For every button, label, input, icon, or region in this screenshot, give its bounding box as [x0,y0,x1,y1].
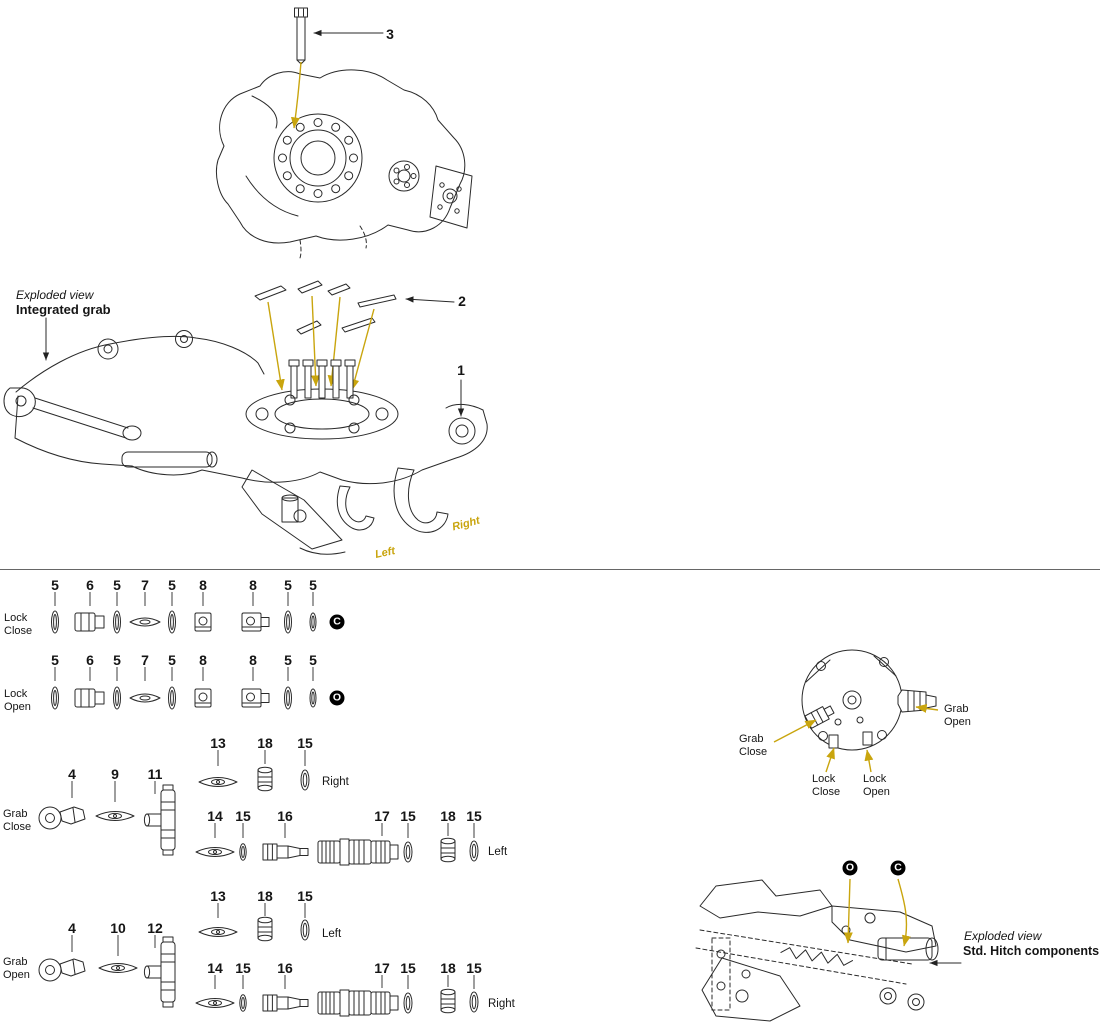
part-number: 5 [309,652,317,668]
grab-open-label: Grab Open [3,956,30,981]
assembly-guide-lines [267,61,375,391]
integrated-grab-title: Integrated grab [16,302,111,317]
part-number: 18 [440,808,456,824]
part-number: 5 [284,652,292,668]
part-number: 5 [284,577,292,593]
bolt-part-3 [294,7,308,65]
part-number: 5 [309,577,317,593]
upper-housing-drawing [215,69,473,259]
side-label: Right [322,776,349,788]
part-number: 6 [86,652,94,668]
part-number: 17 [374,960,390,976]
rotary-actuator-drawing [801,649,937,751]
lock-open-label: Lock Open [4,688,31,713]
part-number: 15 [400,960,416,976]
rotary-grab-open-label: Grab Open [944,703,971,728]
callout-2: 2 [458,293,466,309]
part-number: 6 [86,577,94,593]
part-number: 8 [249,577,257,593]
part-number: 5 [113,577,121,593]
exploded-view-label: Exploded view [16,288,94,302]
rotary-grab-close-label: Grab Close [739,733,768,758]
part-number: 15 [400,808,416,824]
open-badge: O [329,690,345,706]
part-number: 5 [113,652,121,668]
part-number: 5 [51,577,59,593]
part-number: 5 [51,652,59,668]
callout-1: 1 [457,362,465,378]
part-number: 18 [440,960,456,976]
part-number: 15 [235,960,251,976]
lock-close-label: Lock Close [4,612,33,637]
part-number: 10 [110,920,126,936]
side-label: Left [322,928,342,940]
rotary-lock-open-label: Lock Open [863,773,890,798]
part-number: 4 [68,766,76,782]
part-number: 11 [147,766,163,782]
part-number: 7 [141,652,149,668]
part-number: 9 [111,766,119,782]
std-hitch-title: Std. Hitch components [963,944,1100,958]
close-badge: C [890,860,906,876]
part-number: 18 [257,888,273,904]
lock-open-parts [51,686,317,710]
part-number: 16 [277,960,293,976]
part-number: 15 [466,808,482,824]
lock-close-parts [51,610,317,634]
part-number: 14 [207,960,223,976]
part-number: 5 [168,577,176,593]
part-number: 5 [168,652,176,668]
part-number: 15 [235,808,251,824]
std-hitch-drawing [695,879,939,1022]
open-badge: O [842,860,858,876]
top-callout-leaders [42,29,465,417]
callout-3: 3 [386,26,394,42]
part-number: 8 [199,577,207,593]
side-label: Right [488,998,515,1010]
part-number: 8 [249,652,257,668]
part-number: 18 [257,735,273,751]
part-number: 14 [207,808,223,824]
exploded-view-label: Exploded view [964,929,1042,943]
part-number: 17 [374,808,390,824]
part-number: 15 [297,888,313,904]
rotary-lock-close-label: Lock Close [812,773,841,798]
part-number: 4 [68,920,76,936]
side-label: Left [488,846,508,858]
part-number: 13 [210,888,226,904]
part-number: 12 [147,920,163,936]
part-number: 7 [141,577,149,593]
pins-part-2 [254,280,397,335]
part-number: 15 [466,960,482,976]
grab-close-label: Grab Close [3,808,32,833]
part-number: 8 [199,652,207,668]
close-badge: C [329,614,345,630]
rotary-label-leaders [773,703,939,773]
part-number-leaders [54,592,475,989]
part-number: 16 [277,808,293,824]
part-number: 13 [210,735,226,751]
part-number: 15 [297,735,313,751]
main-assembly-drawing [3,330,488,555]
std-hitch-leaders [843,878,962,967]
